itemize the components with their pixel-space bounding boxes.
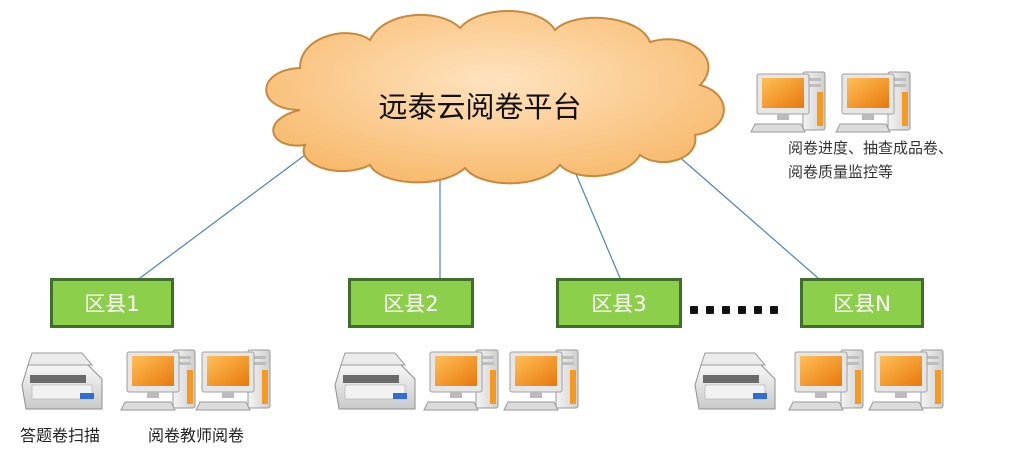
- ellipsis-dot: [690, 306, 698, 314]
- teacher-pc-nb: [868, 349, 944, 411]
- ellipsis-dot: [770, 306, 778, 314]
- monitor-note: 阅卷进度、抽查成品卷、 阅卷质量监控等: [788, 136, 953, 184]
- keyboard-icon: [788, 401, 844, 411]
- scanner-lid-icon: [27, 352, 94, 366]
- cloud-shape: [265, 10, 725, 185]
- teacher-pc-1a: [120, 349, 196, 411]
- teacher-pc-2a: [423, 349, 499, 411]
- keyboard-icon: [195, 401, 251, 411]
- district-box-1: 区县1: [50, 278, 174, 328]
- connector-lines: [139, 139, 819, 279]
- scanner-lid-icon: [340, 352, 407, 366]
- ellipsis-dot: [722, 306, 730, 314]
- scanner-2: [334, 352, 416, 410]
- teacher-pc-1b: [195, 349, 271, 411]
- keyboard-icon: [868, 401, 924, 411]
- scanner-lid-icon: [700, 352, 767, 366]
- monitor-note-line-1: 阅卷进度、抽查成品卷、: [788, 139, 954, 157]
- teacher-pc-2b: [503, 349, 579, 411]
- keyboard-icon: [503, 401, 559, 411]
- scanner-n: [694, 352, 776, 410]
- keyboard-icon: [750, 123, 806, 133]
- teacher-pc-na: [788, 349, 864, 411]
- district-box-n: 区县N: [800, 278, 924, 328]
- monitor-note-line-2: 阅卷质量监控等: [788, 163, 894, 181]
- keyboard-icon: [835, 123, 891, 133]
- scanner-1: [21, 352, 103, 410]
- ellipsis-dots: [690, 306, 778, 314]
- teacher-caption: 阅卷教师阅卷: [148, 426, 245, 445]
- district-box-2: 区县2: [348, 278, 474, 328]
- ellipsis-dot: [706, 306, 714, 314]
- ellipsis-dot: [754, 306, 762, 314]
- ellipsis-dot: [738, 306, 746, 314]
- monitor-pc-1: [750, 71, 826, 133]
- connector-district-n: [659, 139, 819, 279]
- scanner-caption: 答题卷扫描: [20, 426, 101, 445]
- district-box-3: 区县3: [556, 278, 682, 328]
- keyboard-icon: [423, 401, 479, 411]
- connector-district-3: [572, 166, 621, 279]
- keyboard-icon: [120, 401, 176, 411]
- connector-district-1: [139, 154, 306, 279]
- monitor-pc-2: [835, 71, 911, 133]
- platform-name: 远泰云阅卷平台: [378, 90, 582, 124]
